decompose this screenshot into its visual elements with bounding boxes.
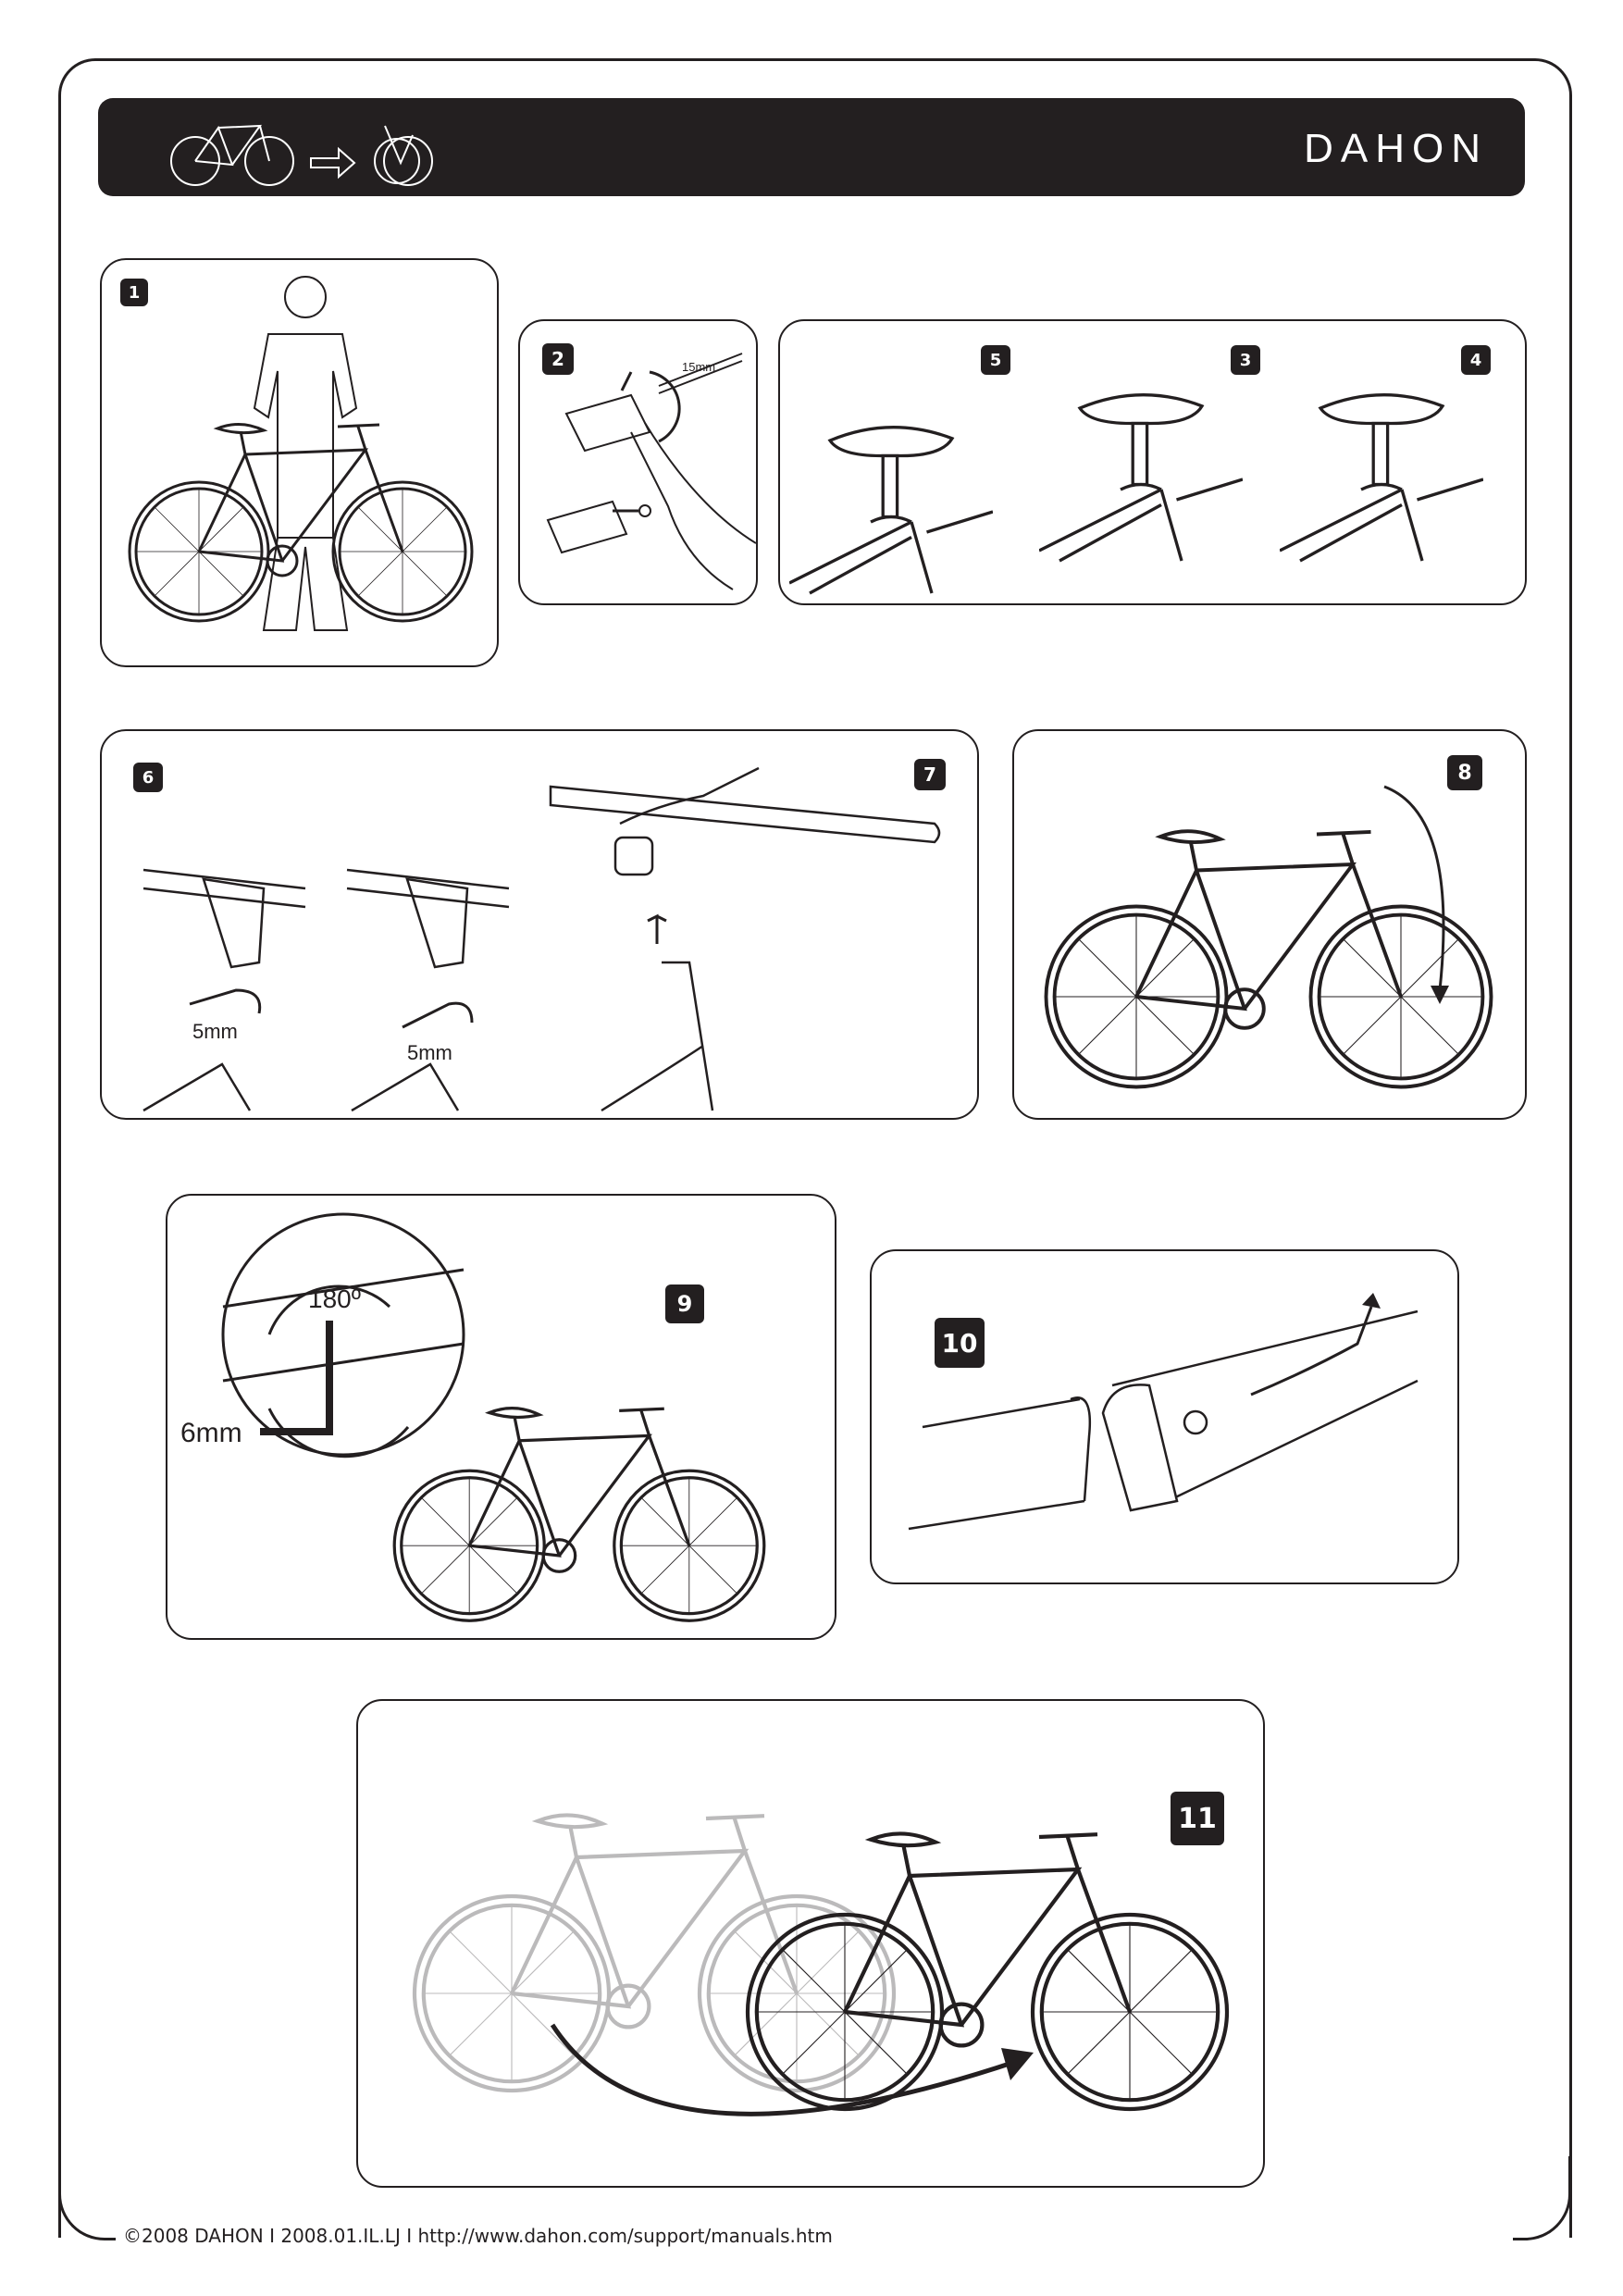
step-10-panel: 10 (870, 1249, 1459, 1584)
bike-fold-arrow-icon (170, 124, 433, 186)
step-1-panel: 1 (100, 258, 499, 667)
step-number: 8 (1447, 755, 1482, 790)
seat-height-illustration (1039, 340, 1243, 599)
fold-arrow-icon (550, 2023, 1034, 2116)
step-9-panel: 9 180º 6mm (166, 1194, 836, 1640)
step-number: 5 (981, 345, 1010, 375)
step-number: 3 (1231, 345, 1260, 375)
hex-key-size-label: 6mm (180, 1418, 242, 1448)
dahon-logo: DAHON (1304, 126, 1488, 171)
step-number: 9 (665, 1285, 704, 1323)
rotation-angle-label: 180º (308, 1285, 361, 1313)
person-holding-bike-illustration (128, 276, 474, 631)
wrench-size-label: 15mm (682, 360, 716, 374)
step-6-7-panel: 6 7 5mm 5mm (100, 729, 979, 1120)
fold-arrow-icon (1383, 785, 1449, 1004)
hex-key-size-label: 5mm (407, 1041, 452, 1064)
page-border (58, 58, 1572, 2238)
footer-copyright: ©2008 DAHON I 2008.01.IL.LJ I http://www… (116, 2225, 840, 2247)
step-number: 4 (1461, 345, 1491, 375)
hex-key-size-label: 5mm (192, 1020, 238, 1043)
step-3-4-5-panel: 5 3 4 (778, 319, 1527, 605)
seat-clamp-illustration (1280, 340, 1483, 599)
frame-hinge-detail-illustration (221, 1212, 766, 1622)
header-banner: DAHON (98, 98, 1525, 196)
step-number: 11 (1171, 1792, 1224, 1845)
seat-adjust-illustration (789, 425, 993, 595)
pedal-install-illustration (546, 353, 756, 590)
step-number: 7 (914, 759, 946, 790)
step-number: 6 (133, 763, 163, 792)
frame-hinge-open-illustration (908, 1293, 1419, 1531)
handlebar-stem-illustration (142, 766, 941, 1112)
step-number: 10 (935, 1318, 985, 1368)
step-8-panel: 8 (1012, 729, 1527, 1120)
step-2-panel: 2 15mm (518, 319, 758, 605)
step-11-panel: 11 (356, 1699, 1265, 2188)
step-number: 1 (120, 279, 148, 306)
step-number: 2 (542, 343, 574, 375)
